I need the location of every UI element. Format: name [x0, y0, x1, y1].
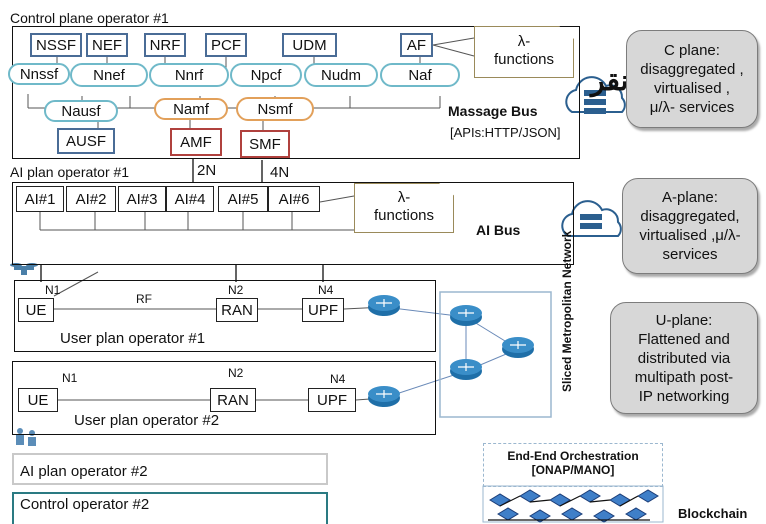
ai-node-6: AI#6 [268, 186, 320, 212]
up1-n4: N4 [318, 283, 334, 297]
nf-pcf: PCF [205, 33, 247, 57]
orchestration-frame: End-End Orchestration [ONAP/MANO] [483, 443, 663, 487]
ai-node-2: AI#2 [66, 186, 116, 212]
if-nsmf: Nsmf [236, 97, 314, 121]
c-plane-panel: C plane: disaggregated , virtualised , μ… [626, 30, 758, 128]
link-4n: 4N [270, 164, 290, 181]
router-icon [502, 337, 534, 358]
lambda-functions-label: λ- functions [493, 33, 555, 68]
ai-node-5: AI#5 [218, 186, 268, 212]
up1-title: User plan operator #1 [60, 330, 206, 347]
up2-n4: N4 [330, 372, 346, 386]
nf-nrf: NRF [144, 33, 186, 57]
router-icon [450, 359, 482, 380]
cloud-server-icon [561, 200, 622, 237]
u-plane-text: U-plane: Flattened and distributed via m… [634, 311, 734, 405]
a-plane-text: A-plane: disaggregated, virtualised ,μ/λ… [639, 189, 741, 263]
nf-nef: NEF [86, 33, 128, 57]
nf-amf: AMF [170, 128, 222, 156]
user-plane-2-frame [12, 361, 436, 435]
ai-node-1: AI#1 [16, 186, 64, 212]
u-plane-panel: U-plane: Flattened and distributed via m… [610, 302, 758, 414]
router-icon [368, 295, 400, 316]
nf-udm: UDM [282, 33, 337, 57]
message-bus-sub: [APIs:HTTP/JSON] [450, 125, 561, 140]
nf-smf: SMF [240, 130, 290, 158]
up2-n1: N1 [62, 371, 78, 385]
up2-n2: N2 [228, 366, 244, 380]
router-icon [450, 305, 482, 326]
user-plane-1-frame [14, 280, 436, 352]
orchestration-line2: [ONAP/MANO] [531, 463, 615, 477]
if-npcf: Npcf [230, 63, 302, 87]
if-nudm: Nudm [304, 63, 378, 87]
if-nnef: Nnef [70, 63, 148, 87]
up2-title: User plan operator #2 [74, 412, 220, 429]
if-nnssf: Nnssf [8, 63, 70, 85]
router-icon [368, 386, 400, 407]
cloud-server-icon [565, 76, 626, 114]
ai-plane-frame [12, 182, 574, 265]
message-bus-label: Massage Bus [448, 103, 538, 119]
a-plane-panel: A-plane: disaggregated, virtualised ,μ/λ… [622, 178, 758, 274]
control-plane-frame [12, 26, 580, 159]
ai-plane-title: AI plan operator #1 [10, 164, 130, 180]
nf-ausf: AUSF [57, 128, 115, 154]
ai-bus-label: AI Bus [476, 222, 521, 238]
lambda-functions-label: λ- functions [373, 189, 435, 224]
ai-node-3: AI#3 [118, 186, 166, 212]
sliced-network-label: Sliced Metropolitan Network [560, 230, 574, 392]
up2-ran: RAN [210, 388, 256, 412]
link-2n: 2N [197, 162, 217, 179]
if-namf: Namf [154, 98, 228, 120]
up1-upf: UPF [302, 298, 344, 322]
control-2-frame: Control operator #2 [12, 492, 328, 524]
ai-plane-2-frame: AI plan operator #2 [12, 453, 328, 485]
control-2-label: Control operator #2 [20, 496, 150, 513]
blockchain-label: Blockchain [678, 506, 748, 521]
nf-nssf: NSSF [30, 33, 82, 57]
up1-n1: N1 [45, 283, 61, 297]
control-plane-title: Control plane operator #1 [10, 10, 169, 26]
ai-node-4: AI#4 [166, 186, 214, 212]
lambda-functions-note-cp: λ- functions [474, 26, 574, 78]
ai-plane-2-label: AI plan operator #2 [20, 463, 148, 480]
c-plane-text: C plane: disaggregated , virtualised , μ… [640, 42, 744, 116]
up1-n2: N2 [228, 283, 244, 297]
up2-upf: UPF [308, 388, 356, 412]
lambda-functions-note-ai: λ- functions [354, 183, 454, 233]
blockchain-icon [482, 485, 664, 523]
nf-af: AF [400, 33, 433, 57]
if-naf: Naf [380, 63, 460, 87]
if-nnrf: Nnrf [149, 63, 229, 87]
orchestration-line1: End-End Orchestration [507, 449, 639, 463]
up1-ran: RAN [216, 298, 258, 322]
if-nausf: Nausf [44, 100, 118, 122]
up1-rf: RF [136, 292, 152, 306]
up1-ue: UE [18, 298, 54, 322]
up2-ue: UE [18, 388, 58, 412]
